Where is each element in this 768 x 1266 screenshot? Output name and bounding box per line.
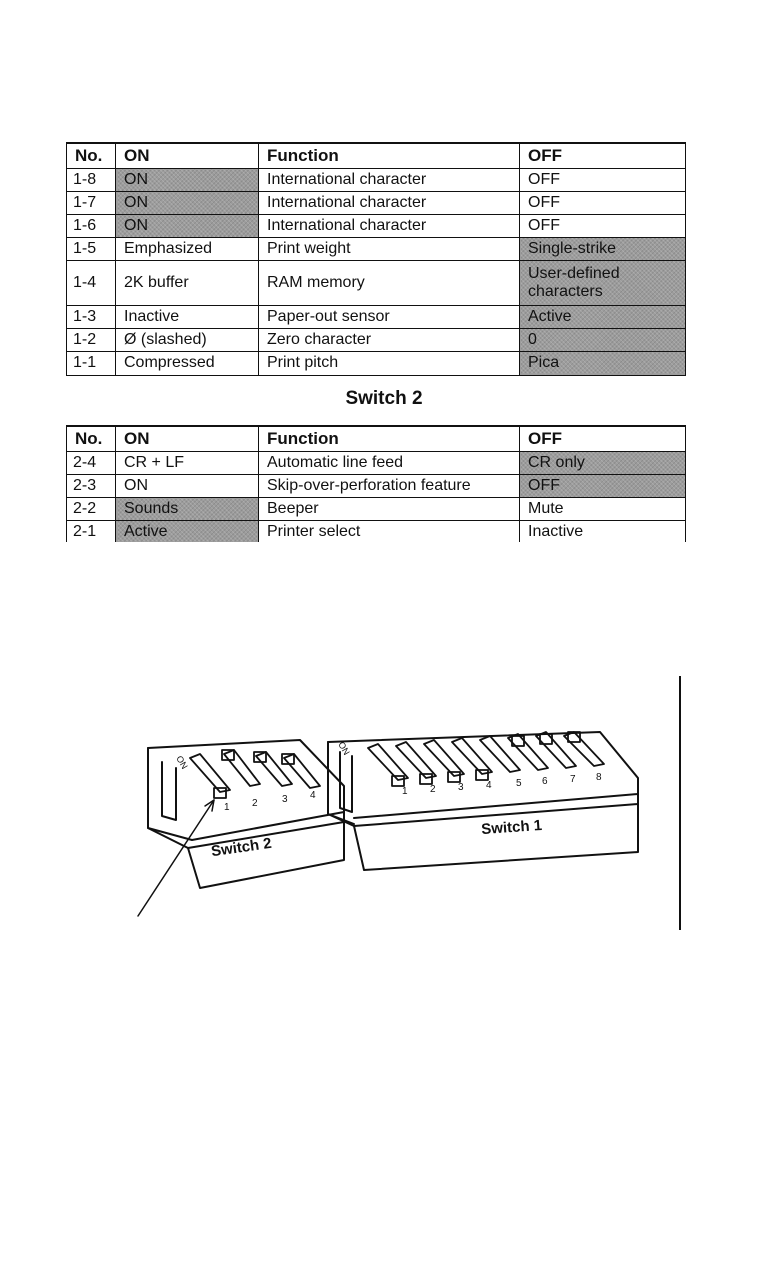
cell-off: Active (519, 304, 686, 329)
cell-function: RAM memory (258, 259, 520, 306)
switch1-number: 5 (516, 778, 522, 789)
table-row: 1-3 Inactive Paper-out sensor Active (66, 304, 686, 329)
cell-function: International character (258, 167, 520, 192)
header-function: Function (258, 425, 520, 452)
switch2-number: 4 (310, 790, 316, 801)
table-header-row: No. ON Function OFF (66, 142, 686, 169)
cell-off: Inactive (519, 519, 686, 545)
cell-off: OFF (519, 167, 686, 192)
table-row: 1-2 Ø (slashed) Zero character 0 (66, 327, 686, 352)
cell-function: Beeper (258, 496, 520, 521)
switch1-number: 1 (402, 786, 408, 797)
cell-on: Ø (slashed) (115, 327, 259, 352)
dip-switch-diagram: Switch 2 Switch 1 ON ON 1 2 3 4 1 2 3 4 … (137, 731, 639, 917)
pointer-line (137, 799, 215, 917)
switch1-number: 2 (430, 784, 436, 795)
cell-no: 2-2 (66, 496, 116, 521)
table-row: 2-3 ON Skip-over-perforation feature OFF (66, 473, 686, 498)
cell-on: ON (115, 190, 259, 215)
table-row: 2-4 CR + LF Automatic line feed CR only (66, 450, 686, 475)
cell-function: Print weight (258, 236, 520, 261)
cell-off: OFF (519, 213, 686, 238)
cell-no: 1-8 (66, 167, 116, 192)
cell-function: Skip-over-perforation feature (258, 473, 520, 498)
cell-on: ON (115, 473, 259, 498)
header-no: No. (66, 142, 116, 169)
switch2-block (147, 739, 345, 889)
cell-on: CR + LF (115, 450, 259, 475)
cell-off: CR only (519, 450, 686, 475)
header-on: ON (115, 425, 259, 452)
table-row: 1-4 2K buffer RAM memory User-defined ch… (66, 259, 686, 306)
switch2-title: Switch 2 (345, 388, 423, 409)
cell-no: 1-2 (66, 327, 116, 352)
switch2-label: Switch 2 (210, 835, 273, 860)
table-row: 1-5 Emphasized Print weight Single-strik… (66, 236, 686, 261)
page-cut (60, 542, 700, 572)
cell-no: 1-3 (66, 304, 116, 329)
header-function: Function (258, 142, 520, 169)
cell-on: Sounds (115, 496, 259, 521)
cell-on: Emphasized (115, 236, 259, 261)
cell-on: 2K buffer (115, 259, 259, 306)
switch1-label: Switch 1 (481, 817, 543, 838)
cell-no: 2-4 (66, 450, 116, 475)
switch1-number: 8 (596, 772, 602, 783)
cell-function: Automatic line feed (258, 450, 520, 475)
header-off: OFF (519, 425, 686, 452)
switch1-number: 7 (570, 774, 576, 785)
pointer-arrowhead (204, 799, 215, 812)
cell-function: International character (258, 213, 520, 238)
cell-off: Single-strike (519, 236, 686, 261)
cell-no: 1-4 (66, 259, 116, 306)
header-off: OFF (519, 142, 686, 169)
cell-on: ON (115, 213, 259, 238)
cell-no: 1-5 (66, 236, 116, 261)
cell-no: 2-1 (66, 519, 116, 545)
switch2-number: 2 (252, 798, 258, 809)
cell-no: 2-3 (66, 473, 116, 498)
cell-no: 1-6 (66, 213, 116, 238)
cell-off: User-defined characters (519, 259, 686, 306)
margin-rule (679, 676, 681, 930)
cell-function: International character (258, 190, 520, 215)
cell-function: Paper-out sensor (258, 304, 520, 329)
cell-on: Inactive (115, 304, 259, 329)
switch1-number: 3 (458, 782, 464, 793)
header-no: No. (66, 425, 116, 452)
cell-no: 1-1 (66, 350, 116, 376)
cell-function: Zero character (258, 327, 520, 352)
switch1-block (327, 731, 639, 871)
cell-off: OFF (519, 473, 686, 498)
table-row: 2-2 Sounds Beeper Mute (66, 496, 686, 521)
switch2-number: 1 (224, 802, 230, 813)
switch2-number: 3 (282, 794, 288, 805)
cell-function: Printer select (258, 519, 520, 545)
table-header-row: No. ON Function OFF (66, 425, 686, 452)
cell-off: Mute (519, 496, 686, 521)
cell-off: Pica (519, 350, 686, 376)
switch1-number: 4 (486, 780, 492, 791)
header-on: ON (115, 142, 259, 169)
cell-on: Compressed (115, 350, 259, 376)
cell-on: ON (115, 167, 259, 192)
table-row: 1-8 ON International character OFF (66, 167, 686, 192)
cell-no: 1-7 (66, 190, 116, 215)
table-row: 1-7 ON International character OFF (66, 190, 686, 215)
table-row: 1-6 ON International character OFF (66, 213, 686, 238)
table-row: 2-1 Active Printer select Inactive (66, 519, 686, 545)
switch2-table: No. ON Function OFF 2-4 CR + LF Automati… (66, 425, 686, 545)
switch1-table: No. ON Function OFF 1-8 ON International… (66, 142, 686, 376)
switch1-number: 6 (542, 776, 548, 787)
cell-off: OFF (519, 190, 686, 215)
table-row: 1-1 Compressed Print pitch Pica (66, 350, 686, 376)
cell-function: Print pitch (258, 350, 520, 376)
cell-off: 0 (519, 327, 686, 352)
cell-on: Active (115, 519, 259, 545)
